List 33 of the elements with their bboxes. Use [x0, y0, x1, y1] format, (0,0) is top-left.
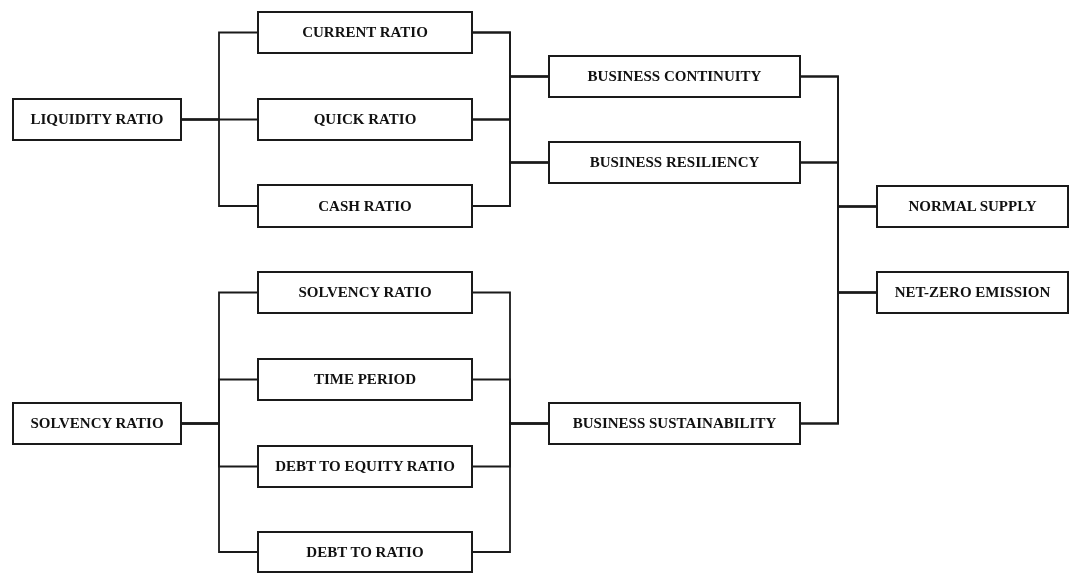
box-label: BUSINESS CONTINUITY: [587, 68, 762, 85]
box-label: LIQUIDITY RATIO: [30, 111, 164, 128]
process-box: [548, 141, 801, 184]
box-label: NET-ZERO EMISSION: [894, 284, 1051, 301]
process-box: [548, 55, 801, 98]
box-label: NORMAL SUPPLY: [908, 198, 1037, 215]
process-box: [257, 98, 473, 141]
box-label: CASH RATIO: [318, 197, 412, 215]
box-label: SOLVENCY RATIO: [30, 415, 164, 432]
box-label: QUICK RATIO: [313, 111, 417, 128]
box-label: TIME PERIOD: [313, 371, 417, 388]
process-box: [12, 402, 182, 445]
process-box: [257, 445, 473, 488]
box-label: SOLVENCY RATIO: [298, 284, 432, 301]
process-box: [12, 98, 182, 141]
box-label: DEBT TO EQUITY RATIO: [275, 458, 455, 475]
process-box: [257, 184, 473, 228]
connector-line: [181, 118, 258, 207]
process-box: [876, 271, 1069, 314]
box-label: BUSINESS RESILIENCY: [589, 154, 760, 171]
process-box: [876, 185, 1069, 228]
box-label: BUSINESS SUSTAINABILITY: [572, 415, 777, 432]
process-box: [257, 11, 473, 54]
connector-line: [472, 161, 549, 207]
connector-line: [800, 291, 877, 425]
connector-line: [472, 422, 549, 553]
process-box: [257, 358, 473, 401]
box-label: CURRENT RATIO: [302, 24, 428, 41]
process-box: [257, 271, 473, 314]
box-label: DEBT TO RATIO: [306, 543, 424, 561]
process-box: [257, 531, 473, 573]
process-box: [548, 402, 801, 445]
connector-line: [181, 422, 258, 553]
